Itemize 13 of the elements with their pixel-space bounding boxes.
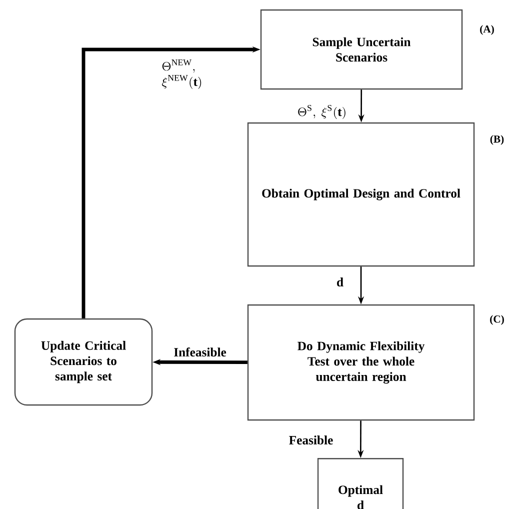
rounded-box: Update Critical Scenarios to sample set (14, 318, 153, 406)
edge-label: d (337, 278, 344, 286)
edge-label: Feasible (289, 436, 333, 444)
process-box: Sample Uncertain Scenarios (260, 9, 463, 90)
process-box: Optimal d (317, 458, 404, 509)
step-label: (C) (490, 315, 504, 325)
edge-label: Infeasible (174, 347, 226, 357)
process-box: Do Dynamic Flexibility Test over the whole uncertain region (247, 304, 475, 421)
edge-label: $\begin{array}{l}\Theta^{\mathrm{NEW}},\\ \xi^{\mathrm{NEW}}(\mathbf{t})\end{array}$ (162, 59, 202, 89)
step-label: (B) (490, 135, 504, 145)
edge-label: $\Theta^{\mathrm{S}},\ \xi^{\mathrm{S}}(\mathbf{t})$ (298, 105, 346, 119)
process-box: Obtain Optimal Design and Control (247, 122, 475, 267)
step-label: (A) (480, 25, 494, 35)
